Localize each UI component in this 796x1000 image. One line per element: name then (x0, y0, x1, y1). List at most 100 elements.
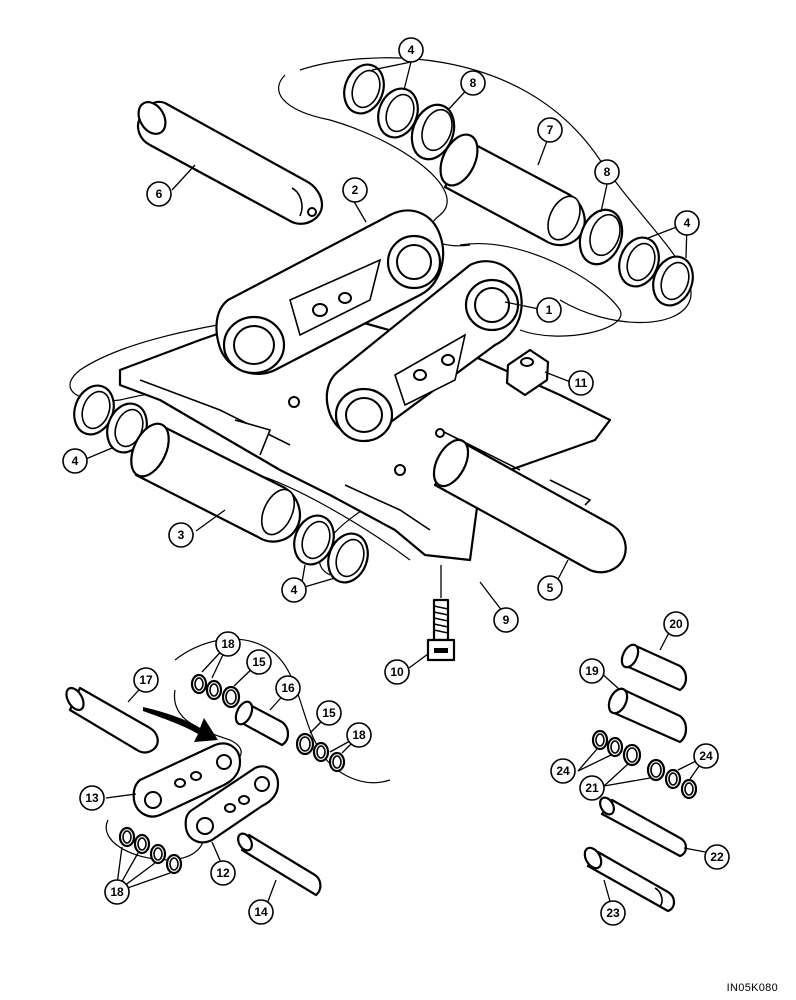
svg-text:23: 23 (606, 906, 620, 920)
seal-18-right-b (328, 751, 346, 773)
callout-10[interactable]: 10 (384, 659, 410, 685)
pin-6 (136, 100, 324, 225)
svg-text:10: 10 (390, 665, 404, 679)
nut-11 (505, 348, 550, 397)
callout-18[interactable]: 18 (215, 631, 241, 657)
bolt-10 (426, 565, 456, 662)
callout-5[interactable]: 5 (537, 575, 563, 601)
link-1 (325, 260, 523, 443)
pin-17 (65, 686, 159, 754)
svg-text:1: 1 (546, 303, 553, 317)
callout-15[interactable]: 15 (316, 700, 342, 726)
callout-22[interactable]: 22 (704, 844, 730, 870)
link-2 (215, 209, 445, 375)
callout-12[interactable]: 12 (210, 860, 236, 886)
seal-24-left-a (591, 729, 609, 751)
svg-text:21: 21 (585, 781, 599, 795)
seal-4-bottom-a (293, 514, 335, 566)
callout-20[interactable]: 20 (663, 611, 689, 637)
bushing-7 (439, 133, 586, 247)
svg-text:4: 4 (684, 216, 691, 230)
svg-text:4: 4 (72, 454, 79, 468)
callouts: 4 8 7 6 2 8 4 1 11 4 3 4 5 9 10 18 15 17… (62, 37, 730, 926)
callout-15[interactable]: 15 (246, 649, 272, 675)
pin-23 (583, 846, 676, 913)
callout-6[interactable]: 6 (146, 181, 172, 207)
callout-23[interactable]: 23 (600, 900, 626, 926)
svg-text:14: 14 (254, 905, 268, 919)
link-12 (184, 765, 280, 844)
svg-text:4: 4 (291, 583, 298, 597)
pin-14 (237, 832, 322, 897)
callout-4[interactable]: 4 (281, 577, 307, 603)
callout-24[interactable]: 24 (550, 758, 576, 784)
spacer-21-b (646, 758, 666, 782)
spacer-8-top (410, 103, 456, 161)
spacer-15-bottom (295, 732, 315, 756)
callout-9[interactable]: 9 (493, 607, 519, 633)
callout-2[interactable]: 2 (342, 177, 368, 203)
seal-4-right-b (652, 255, 694, 307)
seal-4-left-a (73, 384, 115, 436)
callout-4[interactable]: 4 (674, 210, 700, 236)
spacer-21-a (622, 743, 642, 767)
pin-5 (432, 438, 627, 574)
callout-4[interactable]: 4 (62, 448, 88, 474)
seal-18-bottom-d (165, 853, 183, 875)
pin-22 (599, 796, 688, 858)
svg-text:5: 5 (547, 581, 554, 595)
bushing-20 (620, 643, 688, 692)
svg-text:15: 15 (322, 706, 336, 720)
callout-21[interactable]: 21 (579, 775, 605, 801)
callout-17[interactable]: 17 (133, 667, 159, 693)
svg-text:9: 9 (503, 613, 510, 627)
callout-24[interactable]: 24 (693, 743, 719, 769)
svg-text:18: 18 (221, 637, 235, 651)
bushing-3 (130, 422, 302, 543)
bushing-16 (234, 700, 290, 747)
bushing-19 (607, 687, 688, 744)
svg-text:18: 18 (110, 885, 124, 899)
callout-13[interactable]: 13 (79, 785, 105, 811)
seal-18-top-a (190, 673, 208, 695)
svg-text:24: 24 (699, 749, 713, 763)
callout-8[interactable]: 8 (460, 70, 486, 96)
svg-text:11: 11 (575, 376, 588, 390)
spacer-15-top (221, 685, 241, 709)
spacer-8-right (578, 208, 624, 266)
callout-18[interactable]: 18 (104, 879, 130, 905)
svg-text:24: 24 (556, 764, 570, 778)
svg-text:17: 17 (139, 673, 153, 687)
svg-text:7: 7 (547, 123, 554, 137)
callout-1[interactable]: 1 (536, 297, 562, 323)
svg-text:12: 12 (216, 866, 230, 880)
callout-4[interactable]: 4 (398, 37, 424, 63)
svg-text:15: 15 (252, 655, 266, 669)
callout-7[interactable]: 7 (537, 117, 563, 143)
svg-text:2: 2 (352, 183, 359, 197)
svg-text:6: 6 (156, 187, 163, 201)
callout-8[interactable]: 8 (594, 159, 620, 185)
svg-text:8: 8 (604, 165, 611, 179)
svg-text:22: 22 (710, 850, 724, 864)
callout-18[interactable]: 18 (346, 722, 372, 748)
callout-19[interactable]: 19 (579, 658, 605, 684)
direction-arrow (143, 707, 218, 742)
seal-18-right-a (312, 741, 330, 763)
svg-text:3: 3 (178, 528, 185, 542)
callout-3[interactable]: 3 (168, 522, 194, 548)
svg-text:8: 8 (470, 76, 477, 90)
seal-18-top-b (205, 679, 223, 701)
seal-18-bottom-b (133, 833, 151, 855)
svg-text:4: 4 (408, 43, 415, 57)
seal-18-bottom-c (149, 843, 167, 865)
seal-4-top-b (377, 87, 419, 139)
seal-18-bottom-a (118, 826, 136, 848)
figure-code: IN05K080 (726, 982, 778, 994)
callout-16[interactable]: 16 (275, 675, 301, 701)
callout-14[interactable]: 14 (248, 899, 274, 925)
callout-11[interactable]: 11 (568, 370, 594, 396)
seal-24-right-a (664, 768, 682, 790)
seal-24-right-b (680, 778, 698, 800)
